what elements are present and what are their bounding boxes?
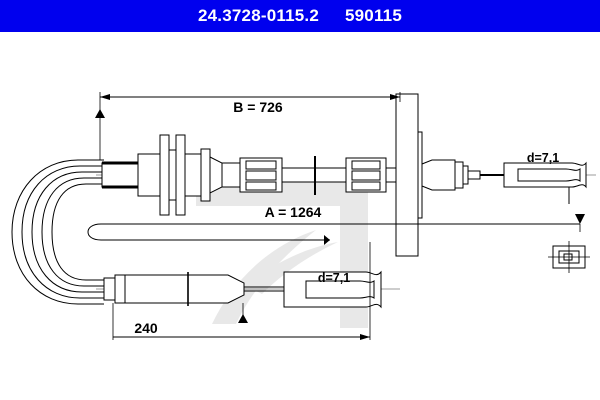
dimension-240 — [112, 242, 371, 340]
upper-tapered-body — [209, 156, 241, 194]
dim-d-lower-label: d=7,1 — [318, 271, 350, 285]
clevis-fork-end-lower — [283, 270, 382, 309]
lower-cable-branch — [96, 270, 400, 309]
u-shaped-cable-bundle — [11, 159, 104, 305]
reference-number-label: 590115 — [344, 6, 402, 25]
dim-240-label: 240 — [134, 320, 158, 336]
dim-a-arrow-right — [575, 214, 585, 224]
dim-b-arrow-left — [100, 94, 110, 100]
mounting-flange-plate — [385, 93, 423, 257]
cross-section-detail-box — [548, 241, 590, 273]
dim-a-label: A = 1264 — [265, 204, 322, 220]
ribbed-sleeve-clamp-1 — [239, 157, 283, 193]
title-bar: 24.3728-0115.2 590115 — [0, 0, 600, 32]
upper-shaft-right — [421, 159, 504, 191]
dim-b-label: B = 726 — [233, 99, 283, 115]
dimension-b — [95, 92, 401, 160]
dim-a-round-left — [87, 223, 102, 241]
dim-b-arrow-right — [390, 94, 400, 100]
drawing-canvas: B = 726 A = 1264 240 d — [11, 92, 596, 340]
ate-watermark — [196, 178, 368, 328]
lower-cable-body — [124, 274, 245, 304]
clevis-fork-end-upper — [503, 161, 587, 189]
dim-240-leader-arrow — [238, 314, 248, 323]
dimension-a — [87, 214, 585, 245]
dim-d-upper-label: d=7,1 — [527, 151, 559, 165]
dim-240-arrow-right — [360, 334, 370, 340]
technical-drawing: B = 726 A = 1264 240 d — [0, 32, 600, 400]
upper-cable-branch — [96, 93, 596, 257]
sheath-stub-left — [101, 161, 139, 189]
dim-b-leader-arrow — [95, 109, 105, 118]
dim-a-arrow-mid — [324, 235, 330, 245]
part-number-label: 24.3728-0115.2 — [198, 6, 319, 25]
rubber-bellows-grommet — [137, 134, 211, 216]
ribbed-sleeve-clamp-2 — [345, 157, 387, 193]
lower-ferrule-nut — [103, 274, 126, 304]
